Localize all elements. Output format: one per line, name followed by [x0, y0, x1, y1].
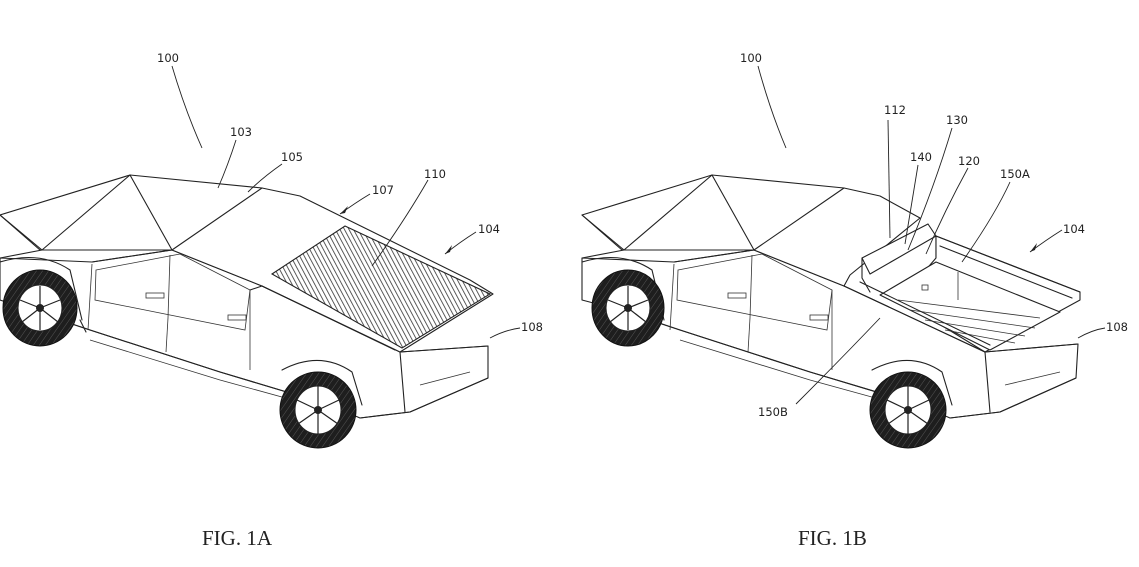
figure-1a: 100 103 105 107 110 104 108 FIG. 1A	[0, 51, 543, 550]
label-vehicle-1a: 100	[157, 51, 179, 65]
caption-fig-1b: FIG. 1B	[798, 526, 867, 550]
truck-1b	[581, 174, 1081, 449]
label-bulkhead-1b: 112	[884, 103, 906, 117]
label-roof-1a: 103	[230, 125, 252, 139]
leaders-1a	[171, 65, 521, 339]
front-wheel-1b	[591, 269, 665, 347]
rear-wheel-1b	[869, 371, 947, 449]
truck-1a	[0, 174, 494, 449]
front-wheel-1a	[2, 269, 78, 347]
label-floor-1b: 120	[958, 154, 980, 168]
figure-1b: 100 112 130 140 120 150A 104 108 150B FI…	[581, 51, 1128, 550]
caption-fig-1a: FIG. 1A	[202, 526, 273, 550]
label-rail-a-1b: 150A	[1000, 167, 1030, 181]
label-tailgate-1a: 108	[521, 320, 543, 334]
label-cover-1a: 110	[424, 167, 446, 181]
label-panel-1b: 140	[910, 150, 932, 164]
rear-wheel-1a	[279, 371, 357, 449]
leaders-1b	[757, 65, 1106, 405]
label-bed-1a: 104	[478, 222, 500, 236]
tonneau-cover	[270, 225, 492, 349]
label-rail-b-1b: 150B	[758, 405, 788, 419]
label-vehicle-1b: 100	[740, 51, 762, 65]
label-cover-edge-1a: 107	[372, 183, 394, 197]
label-divider-1b: 130	[946, 113, 968, 127]
label-bed-1b: 104	[1063, 222, 1085, 236]
label-window-1a: 105	[281, 150, 303, 164]
label-tailgate-1b: 108	[1106, 320, 1128, 334]
